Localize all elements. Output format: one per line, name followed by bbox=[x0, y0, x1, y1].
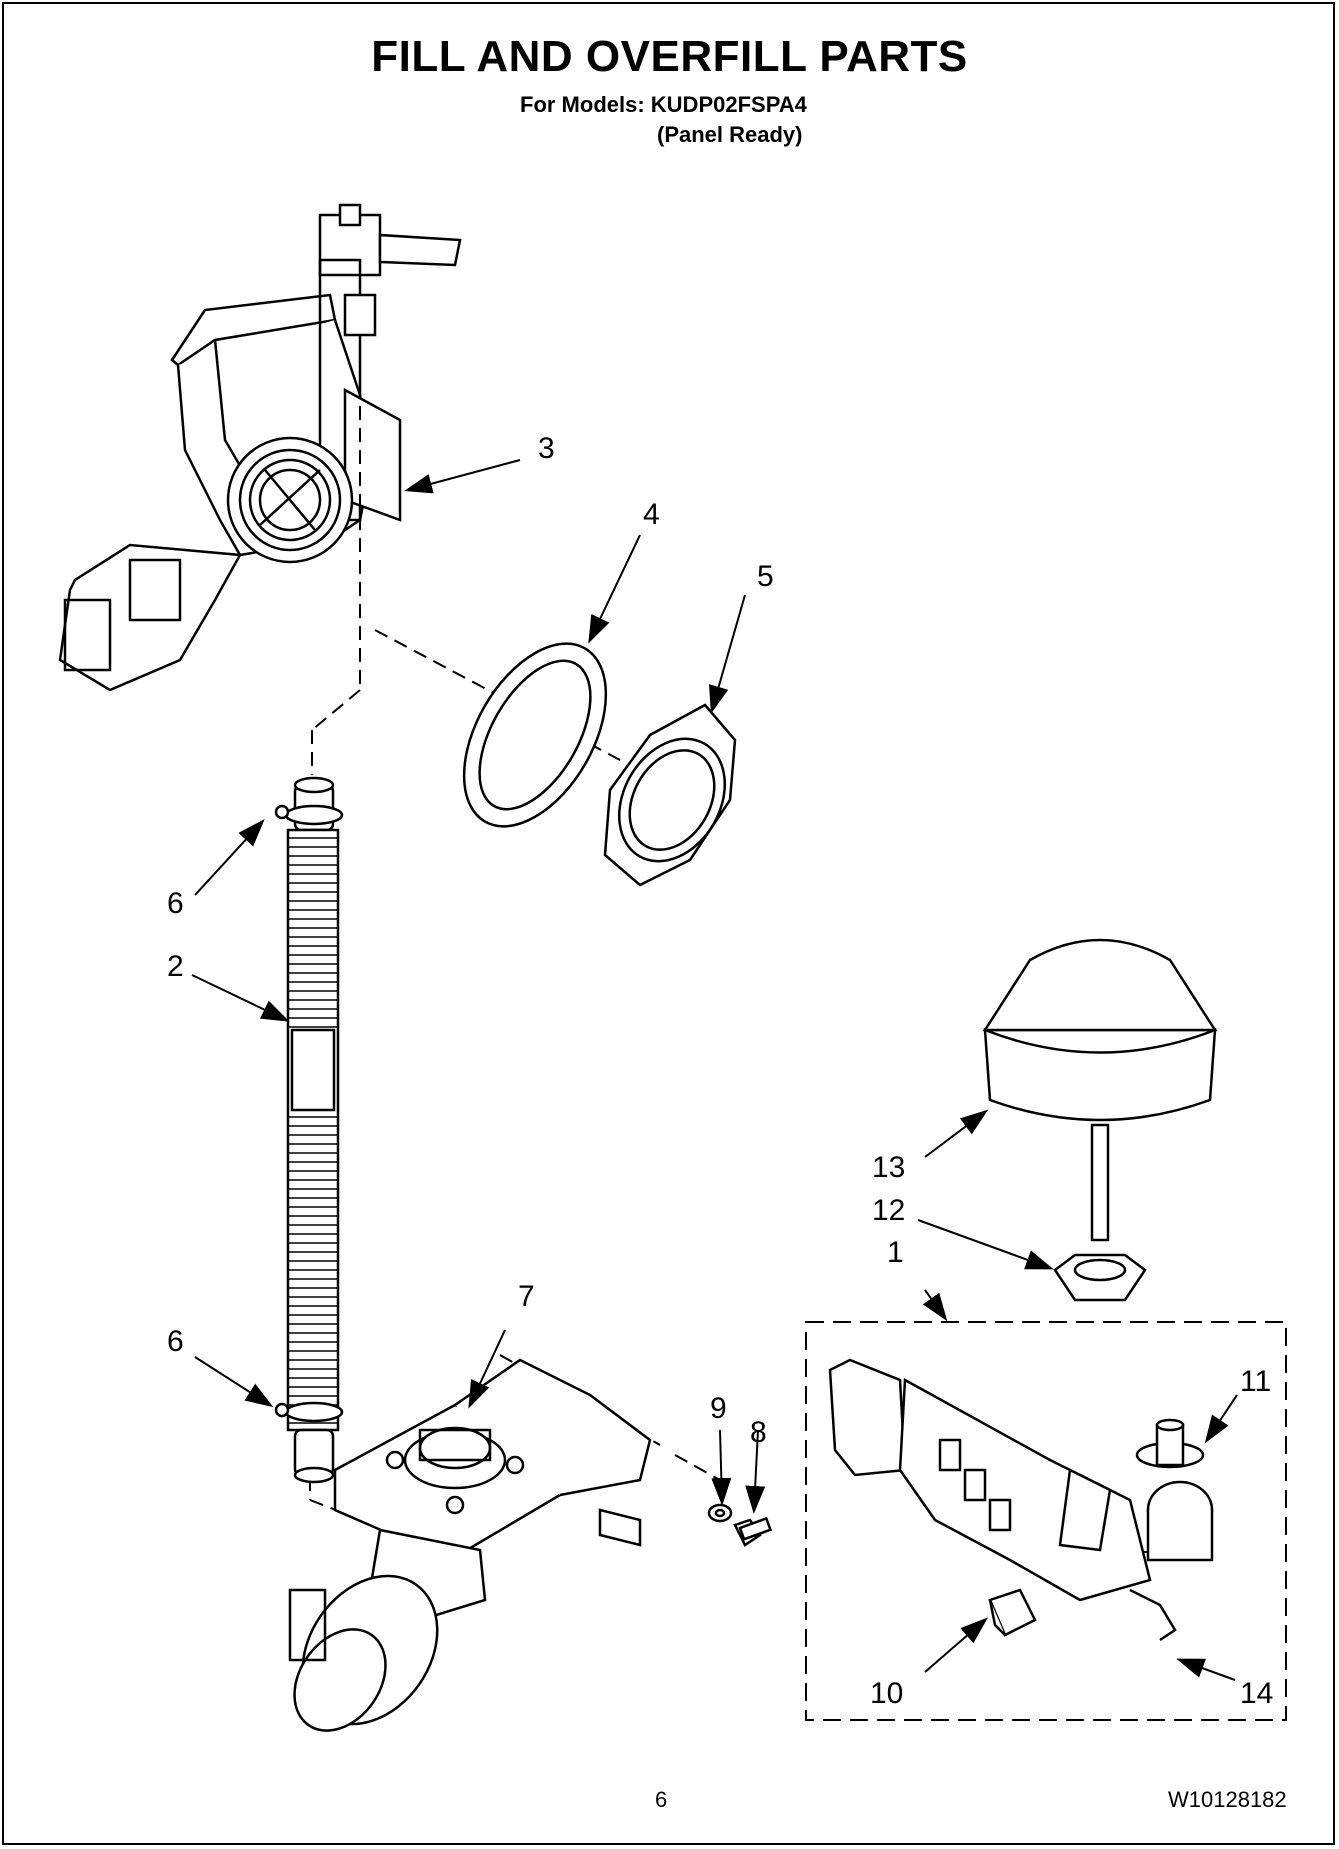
fill-hose-part bbox=[286, 776, 340, 1484]
callout-11: 11 bbox=[1240, 1365, 1271, 1398]
overfill-bracket-part bbox=[828, 1358, 1152, 1602]
washer-part bbox=[707, 1503, 733, 1523]
callout-5: 5 bbox=[757, 560, 774, 593]
callout-12: 12 bbox=[872, 1194, 905, 1227]
screw-part bbox=[733, 1516, 773, 1547]
float-part bbox=[982, 938, 1218, 1242]
overfill-assembly-box bbox=[805, 1321, 1287, 1721]
page-number: 6 bbox=[655, 1787, 668, 1812]
callout-3: 3 bbox=[538, 432, 555, 465]
callout-7: 7 bbox=[518, 1280, 535, 1313]
callout-6-bottom: 6 bbox=[167, 1325, 184, 1358]
actuator-part bbox=[1135, 1418, 1214, 1562]
document-number: W10128182 bbox=[1168, 1787, 1287, 1812]
clip-part bbox=[1129, 1588, 1177, 1642]
callout-10: 10 bbox=[870, 1677, 903, 1710]
callout-14: 14 bbox=[1240, 1677, 1273, 1710]
variant-line: (Panel Ready) bbox=[657, 122, 803, 147]
hose-clamp-bottom bbox=[274, 1401, 344, 1423]
callout-8: 8 bbox=[750, 1416, 767, 1449]
float-nut-part bbox=[1053, 1253, 1147, 1302]
models-line: For Models: KUDP02FSPA4 bbox=[520, 92, 807, 117]
callout-2: 2 bbox=[167, 950, 184, 983]
fill-funnel-part bbox=[58, 203, 462, 692]
inlet-valve-part bbox=[288, 1358, 652, 1732]
switch-part bbox=[988, 1588, 1037, 1637]
assembly-lines bbox=[309, 340, 1166, 1556]
hose-clamp-top bbox=[274, 804, 344, 826]
page-title: FILL AND OVERFILL PARTS bbox=[371, 32, 968, 81]
callout-4: 4 bbox=[643, 498, 660, 531]
callout-1: 1 bbox=[887, 1236, 904, 1269]
gasket-ring-part bbox=[462, 642, 608, 828]
callout-9: 9 bbox=[710, 1392, 727, 1425]
callout-6-top: 6 bbox=[167, 887, 184, 920]
callout-13: 13 bbox=[872, 1151, 905, 1184]
retaining-nut-part bbox=[603, 703, 737, 887]
leader-arrows bbox=[191, 459, 1238, 1681]
